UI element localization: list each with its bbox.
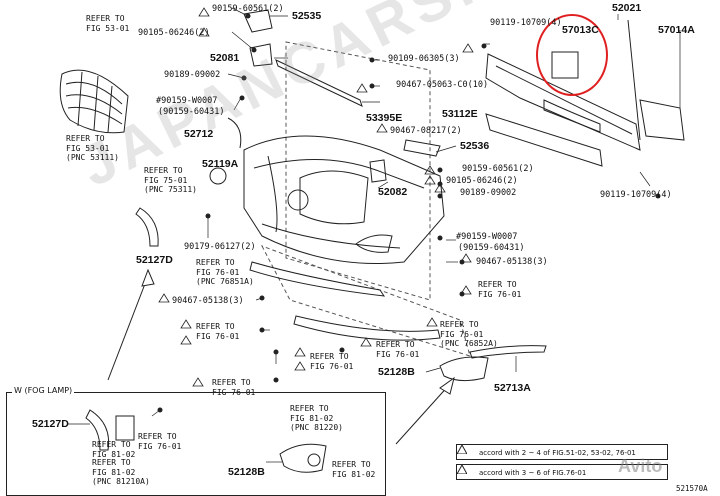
- bolt-label-12[interactable]: 90189-09002: [460, 188, 517, 198]
- spoiler-upper: [249, 261, 386, 297]
- refer-note-10[interactable]: REFER TO FIG 76-01 (PNC 76852A): [440, 320, 498, 348]
- warning-triangle-icon: [457, 445, 467, 454]
- part-52081[interactable]: 52081: [210, 52, 240, 64]
- fog-lamp-unit: [115, 415, 135, 441]
- part-57013C[interactable]: 57013C: [562, 24, 599, 36]
- warning-triangle-icon: [457, 465, 467, 474]
- part-53112E[interactable]: 53112E: [442, 108, 478, 120]
- part-52713A[interactable]: 52713A: [494, 382, 531, 394]
- refer-note-4[interactable]: REFER TO FIG 76-01 (PNC 76851A): [196, 258, 254, 286]
- part-52082[interactable]: 52082: [378, 186, 408, 198]
- retainer-53395E: [275, 59, 363, 107]
- refer-note-15[interactable]: REFER TO FIG 81-02: [92, 440, 136, 459]
- bumper-cover: [243, 135, 445, 264]
- bolt-label-10[interactable]: 90159-60561(2): [462, 164, 534, 174]
- bolt-label-4[interactable]: 90189-09002: [164, 70, 221, 80]
- cover-52127D: [135, 207, 159, 247]
- fog-bulb: [307, 453, 321, 467]
- figure-code: 521570A: [676, 484, 708, 493]
- part-52712[interactable]: 52712: [184, 128, 214, 140]
- bracket-52535: [243, 9, 273, 33]
- part-52535[interactable]: 52535: [292, 10, 322, 22]
- absorber-57014A: [639, 99, 685, 141]
- bolt-label-14[interactable]: #90159-W0007: [456, 232, 518, 242]
- bolt-label-8[interactable]: 90467-08217(2): [390, 126, 462, 136]
- legend-row-2: accord with 3 ~ 6 of FIG.76-01: [456, 464, 668, 480]
- arrow-left: [107, 268, 155, 381]
- refer-note-3[interactable]: REFER TO FIG 75-01 (PNC 75311): [144, 166, 197, 194]
- bolt-label-6[interactable]: #90159-W0007: [156, 96, 218, 106]
- spoiler-lower: [293, 315, 441, 341]
- note-triangles: [158, 7, 474, 387]
- bracket-52081: [249, 43, 273, 67]
- part-52127D[interactable]: 52127D: [136, 254, 173, 266]
- fog-bezel: [279, 443, 327, 473]
- refer-note-1[interactable]: REFER TO FIG 53-01: [86, 14, 130, 33]
- bolt-label-2[interactable]: 90105-06246(2): [138, 28, 210, 38]
- emblem-52119A: [209, 167, 227, 185]
- refer-note-14[interactable]: REFER TO FIG 81-02 (PNC 81210A): [92, 458, 150, 486]
- refer-note-5[interactable]: REFER TO FIG 76-01: [478, 280, 522, 299]
- bolt-label-5[interactable]: 90467-05063-C0(10): [396, 80, 489, 90]
- dashed-frame-lower: [260, 245, 471, 357]
- bolt-label-1[interactable]: 90159-60561(2): [212, 4, 284, 14]
- cover-52128B: [439, 356, 489, 382]
- bolt-label-9[interactable]: 90119-10709(4): [490, 18, 562, 28]
- refer-note-8[interactable]: REFER TO FIG 76-01: [376, 340, 420, 359]
- refer-note-11[interactable]: REFER TO FIG 76-01: [138, 432, 182, 451]
- bolt-label-15[interactable]: (90159-60431): [458, 243, 525, 253]
- refer-note-2[interactable]: REFER TO FIG 53-01 (PNC 53111): [66, 134, 119, 162]
- bolt-label-3[interactable]: 90109-06305(3): [388, 54, 460, 64]
- part-52119A[interactable]: 52119A: [202, 158, 239, 170]
- part-52128B[interactable]: 52128B: [378, 366, 415, 378]
- fog-section-title: W (FOG LAMP): [12, 386, 75, 395]
- refer-note-12[interactable]: REFER TO FIG 81-02 (PNC 81220): [290, 404, 343, 432]
- legend-text-2: accord with 3 ~ 6 of FIG.76-01: [479, 469, 587, 477]
- refer-note-13[interactable]: REFER TO FIG 81-02: [332, 460, 376, 479]
- bolt-label-18[interactable]: 90467-05138(3): [172, 296, 244, 306]
- part-52021[interactable]: 52021: [612, 2, 642, 14]
- molding-52713A: [469, 345, 547, 359]
- part-52127D-fog[interactable]: 52127D: [32, 418, 69, 430]
- bolt-label-11[interactable]: 90105-06246(2): [446, 176, 518, 186]
- part-53395E[interactable]: 53395E: [366, 112, 403, 124]
- bracket-52536: [403, 139, 441, 157]
- bolt-label-13[interactable]: 90119-10709(4): [600, 190, 672, 200]
- grille-part: [59, 69, 129, 134]
- arrow-right: [395, 376, 455, 445]
- part-52128B-fog[interactable]: 52128B: [228, 466, 265, 478]
- legend-text-1: accord with 2 ~ 4 of FIG.51-02, 53-02, 7…: [479, 449, 636, 457]
- dashed-frame: [285, 41, 431, 301]
- part-57014A[interactable]: 57014A: [658, 24, 695, 36]
- bolt-label-7[interactable]: (90159-60431): [158, 107, 225, 117]
- bracket-52712: [227, 117, 242, 149]
- bolt-label-16[interactable]: 90467-05138(3): [476, 257, 548, 267]
- avito-logo: Avito: [618, 456, 663, 476]
- bolt-label-17[interactable]: 90179-06127(2): [184, 242, 256, 252]
- energy-absorber-53112E: [485, 113, 603, 167]
- bracket-52082: [369, 159, 387, 183]
- fog-cover-left: [85, 409, 110, 451]
- legend-row-1: accord with 2 ~ 4 of FIG.51-02, 53-02, 7…: [456, 444, 668, 460]
- refer-note-7[interactable]: REFER TO FIG 76-01: [310, 352, 354, 371]
- fog-lamp-section: [6, 392, 386, 496]
- refer-note-6[interactable]: REFER TO FIG 76-01: [196, 322, 240, 341]
- part-52536[interactable]: 52536: [460, 140, 490, 152]
- highlight-circle: [536, 14, 608, 96]
